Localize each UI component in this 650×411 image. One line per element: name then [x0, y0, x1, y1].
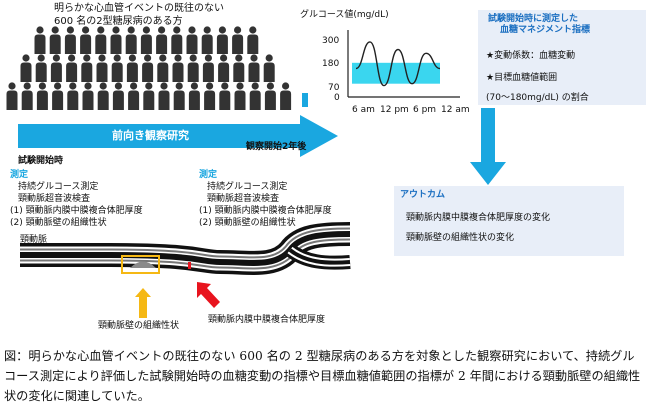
person-icon	[233, 54, 245, 82]
person-icon	[201, 26, 213, 54]
person-icon	[20, 54, 32, 82]
chart-down-arrow-icon	[302, 93, 308, 107]
indices-item-range: (70～180mg/dL) の割合	[486, 93, 589, 103]
chart-title: グルコース値(mg/dL)	[300, 10, 389, 20]
person-icon	[112, 82, 124, 110]
baseline-measure-item: (1) 頸動脈内膜中膜複合体肥厚度	[10, 206, 143, 216]
person-icon	[21, 82, 33, 110]
person-icon	[50, 54, 62, 82]
person-icon	[248, 54, 260, 82]
person-icon	[49, 26, 61, 54]
y-tick-label: 180	[322, 59, 340, 69]
y-tick-label: 300	[322, 36, 340, 46]
person-icon	[187, 54, 199, 82]
person-icon	[232, 26, 244, 54]
person-icon	[263, 54, 275, 82]
indices-item-tir: ★目標血糖値範囲	[486, 73, 558, 83]
person-icon	[67, 82, 79, 110]
person-icon	[156, 26, 168, 54]
person-icon	[110, 26, 122, 54]
person-icon	[81, 54, 93, 82]
person-icon	[171, 26, 183, 54]
person-icon	[111, 54, 123, 82]
y-tick-label: 0	[334, 93, 340, 103]
person-icon	[157, 54, 169, 82]
indices-item-cv: ★変動係数：血糖変動	[486, 51, 576, 61]
patient-crowd-icon	[6, 26, 292, 110]
person-icon	[125, 26, 137, 54]
y-tick-label: 70	[328, 83, 340, 93]
baseline-measure-item: 頸動脈超音波検査	[18, 194, 91, 204]
person-icon	[95, 26, 107, 54]
person-icon	[34, 26, 46, 54]
end-label: 観察開始2年後	[246, 142, 307, 152]
person-icon	[173, 82, 185, 110]
person-icon	[280, 82, 292, 110]
person-icon	[158, 82, 170, 110]
person-icon	[216, 26, 228, 54]
followup-measure-item: (2) 頸動脈壁の組織性状	[199, 218, 296, 228]
carotid-artery-illustration	[20, 222, 351, 318]
person-icon	[97, 82, 109, 110]
person-icon	[143, 82, 155, 110]
person-icon	[264, 82, 276, 110]
yellow-arrow-icon	[135, 288, 151, 318]
followup-measure-item: (1) 頸動脈内膜中膜複合体肥厚度	[199, 206, 332, 216]
person-icon	[6, 82, 18, 110]
person-icon	[96, 54, 108, 82]
person-icon	[142, 54, 154, 82]
outcome-panel: アウトカム 頸動脈内膜中膜複合体肥厚度の変化 頸動脈壁の組織性状の変化	[394, 186, 624, 256]
person-icon	[35, 54, 47, 82]
panel-down-arrow	[470, 108, 506, 185]
person-icon	[249, 82, 261, 110]
person-icon	[52, 82, 64, 110]
person-icon	[202, 54, 214, 82]
x-tick-label: 12 pm	[380, 105, 409, 115]
figure-caption: 図：明らかな心血管イベントの既往のない 600 名の 2 型糖尿病のある方を対象…	[4, 349, 641, 403]
baseline-measure-item: (2) 頸動脈壁の組織性状	[10, 218, 107, 228]
person-icon	[80, 26, 92, 54]
population-line-1: 明らかな心血管イベントの既往のない	[54, 3, 224, 14]
artery-label: 頸動脈	[20, 235, 48, 245]
study-arrow-label: 前向き観察研究	[112, 129, 189, 142]
person-icon	[128, 82, 140, 110]
red-arrow-label: 頸動脈内膜中膜複合体肥厚度	[208, 315, 326, 325]
x-tick-label: 6 am	[352, 105, 375, 115]
study-timeline-arrow	[18, 115, 338, 157]
person-icon	[234, 82, 246, 110]
outcome-item-tissue: 頸動脈壁の組織性状の変化	[406, 233, 515, 243]
person-icon	[188, 82, 200, 110]
followup-measure-item: 頸動脈超音波検査	[207, 194, 280, 204]
glucose-curve	[355, 41, 441, 87]
population-line-2: 600 名の2型糖尿病のある方	[54, 16, 183, 27]
glucose-chart	[347, 30, 460, 98]
outcome-title: アウトカム	[400, 190, 446, 200]
yellow-arrow-label: 頸動脈壁の組織性状	[98, 321, 180, 331]
followup-measure-item: 持続グルコース測定	[207, 182, 288, 192]
person-icon	[140, 26, 152, 54]
person-icon	[126, 54, 138, 82]
x-tick-label: 6 pm	[413, 105, 437, 115]
outcome-item-imt: 頸動脈内膜中膜複合体肥厚度の変化	[406, 213, 551, 223]
person-icon	[247, 26, 259, 54]
indices-title-1: 試験開始時に測定した	[488, 14, 579, 24]
glycemic-indices-panel: 試験開始時に測定した 血糖マネジメント指標 ★変動係数：血糖変動 ★目標血糖値範…	[478, 10, 646, 105]
person-icon	[204, 82, 216, 110]
person-icon	[218, 54, 230, 82]
baseline-measure-heading: 測定	[10, 170, 29, 180]
person-icon	[64, 26, 76, 54]
indices-title-2: 血糖マネジメント指標	[500, 25, 591, 35]
start-label: 試験開始時	[18, 156, 64, 166]
person-icon	[172, 54, 184, 82]
person-icon	[66, 54, 78, 82]
person-icon	[36, 82, 48, 110]
x-tick-label: 12 am	[441, 105, 470, 115]
person-icon	[219, 82, 231, 110]
person-icon	[82, 82, 94, 110]
target-range-band	[352, 62, 440, 84]
baseline-measure-item: 持続グルコース測定	[18, 182, 99, 192]
person-icon	[186, 26, 198, 54]
followup-measure-heading: 測定	[199, 170, 218, 180]
red-arrow-icon	[197, 282, 220, 308]
